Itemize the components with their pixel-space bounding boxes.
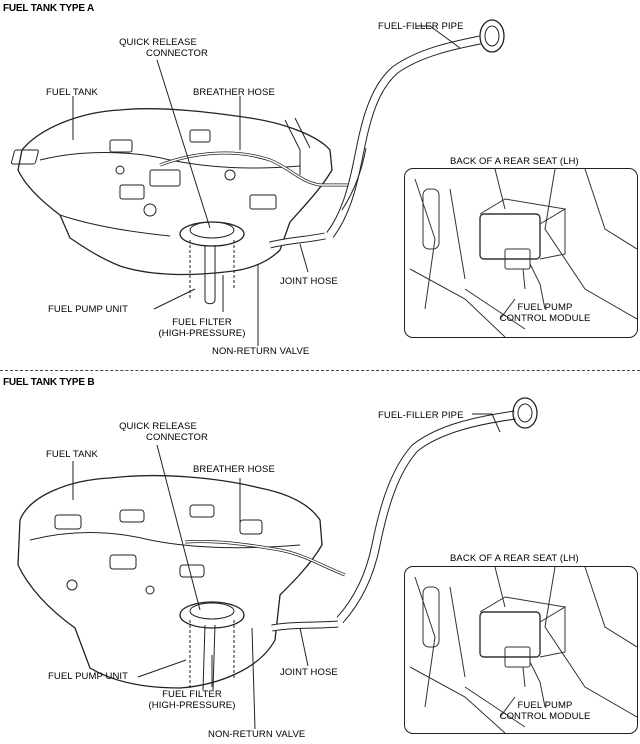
label-quick-release-b-line2: CONNECTOR — [146, 432, 208, 443]
label-quick-release-connector: QUICK RELEASE CONNECTOR — [108, 37, 208, 59]
label-fuel-filter-b-line2: (HIGH-PRESSURE) — [148, 700, 236, 711]
label-fuel-filler-pipe: FUEL-FILLER PIPE — [378, 21, 464, 32]
label-quick-release-connector-b: QUICK RELEASE CONNECTOR — [108, 421, 208, 443]
inset-b-drawing — [409, 567, 637, 733]
inset-a-drawing — [409, 169, 637, 337]
section-a-diagram — [11, 19, 505, 346]
filler-cap-shape-b — [512, 397, 538, 429]
label-fuel-filler-pipe-b: FUEL-FILLER PIPE — [378, 410, 464, 421]
label-back-of-rear-seat: BACK OF A REAR SEAT (LH) — [450, 156, 579, 167]
label-non-return-valve: NON-RETURN VALVE — [212, 346, 310, 357]
inset-panel-b: FUEL PUMP CONTROL MODULE — [404, 566, 638, 734]
label-fuel-tank-b: FUEL TANK — [46, 449, 98, 460]
label-joint-hose-b: JOINT HOSE — [280, 667, 338, 678]
section-b-title: FUEL TANK TYPE B — [3, 377, 95, 388]
label-fuel-filter-b: FUEL FILTER (HIGH-PRESSURE) — [144, 689, 240, 711]
label-fuel-pump-unit: FUEL PUMP UNIT — [48, 304, 129, 315]
label-fuel-pump-unit-b: FUEL PUMP UNIT — [48, 671, 129, 682]
label-non-return-valve-b: NON-RETURN VALVE — [208, 729, 306, 740]
fuel-pump-control-module-shape-b — [479, 611, 541, 658]
fuel-pump-control-module-shape — [479, 213, 541, 260]
section-divider — [0, 370, 640, 371]
label-fuel-pump-control-module: FUEL PUMP CONTROL MODULE — [495, 302, 595, 324]
label-fpcm-b-line1: FUEL PUMP — [517, 700, 573, 711]
label-fuel-filter: FUEL FILTER (HIGH-PRESSURE) — [154, 317, 250, 339]
label-fuel-tank: FUEL TANK — [46, 87, 98, 98]
label-breather-hose-b: BREATHER HOSE — [193, 464, 275, 475]
label-fpcm-line2: CONTROL MODULE — [499, 313, 591, 324]
joint-hose-shape-b — [271, 620, 339, 632]
label-quick-release-line2: CONNECTOR — [146, 48, 208, 59]
fuel-tank-shape — [17, 108, 333, 276]
filler-cap-shape — [479, 19, 505, 53]
fuel-pump-unit-shape-b — [179, 601, 245, 629]
label-back-of-rear-seat-b: BACK OF A REAR SEAT (LH) — [450, 553, 579, 564]
label-fuel-pump-control-module-b: FUEL PUMP CONTROL MODULE — [495, 700, 595, 722]
fuel-tank-shape-b — [17, 474, 323, 689]
label-breather-hose: BREATHER HOSE — [193, 87, 275, 98]
label-joint-hose: JOINT HOSE — [280, 276, 338, 287]
label-fuel-filter-line1: FUEL FILTER — [172, 317, 232, 328]
breather-hose-shape-b — [184, 540, 346, 577]
label-fuel-filter-line2: (HIGH-PRESSURE) — [158, 328, 246, 339]
section-a-title: FUEL TANK TYPE A — [3, 3, 95, 14]
label-fpcm-line1: FUEL PUMP — [517, 302, 573, 313]
label-fuel-filter-b-line1: FUEL FILTER — [162, 689, 222, 700]
inset-panel-a: FUEL PUMP CONTROL MODULE — [404, 168, 638, 338]
label-quick-release-line1: QUICK RELEASE — [119, 37, 197, 48]
label-fpcm-b-line2: CONTROL MODULE — [499, 711, 591, 722]
label-quick-release-b-line1: QUICK RELEASE — [119, 421, 197, 432]
